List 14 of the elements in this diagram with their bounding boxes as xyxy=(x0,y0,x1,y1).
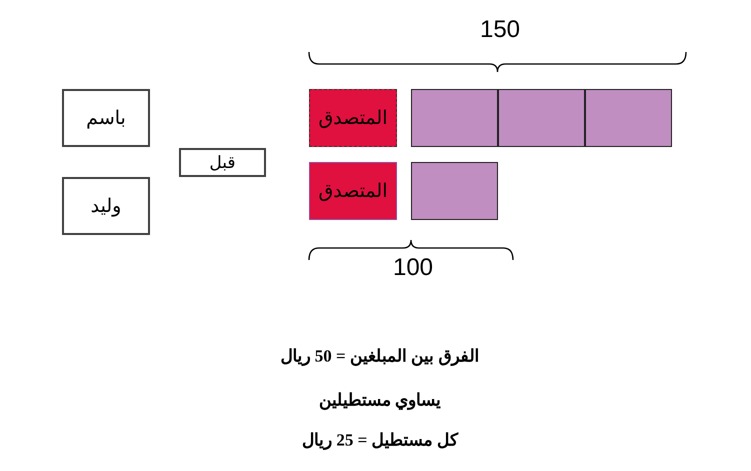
name-box: وليد xyxy=(62,177,150,235)
total-label: 150 xyxy=(480,16,520,44)
unit-bar xyxy=(498,89,585,147)
unit-bar xyxy=(411,162,498,220)
donation-bar: المتصدق xyxy=(309,162,397,220)
name-box: باسم xyxy=(62,89,150,147)
unit-bar xyxy=(585,89,672,147)
total-label: 100 xyxy=(392,254,434,282)
donation-bar: المتصدق xyxy=(309,89,397,147)
unit-bar xyxy=(411,89,498,147)
note-text: يساوي مستطيلين xyxy=(318,390,442,410)
note-text: كل مستطيل = 25 ريال xyxy=(302,430,458,450)
note-text: الفرق بين المبلغين = 50 ريال xyxy=(280,346,480,366)
time-box: قبل xyxy=(179,148,266,177)
